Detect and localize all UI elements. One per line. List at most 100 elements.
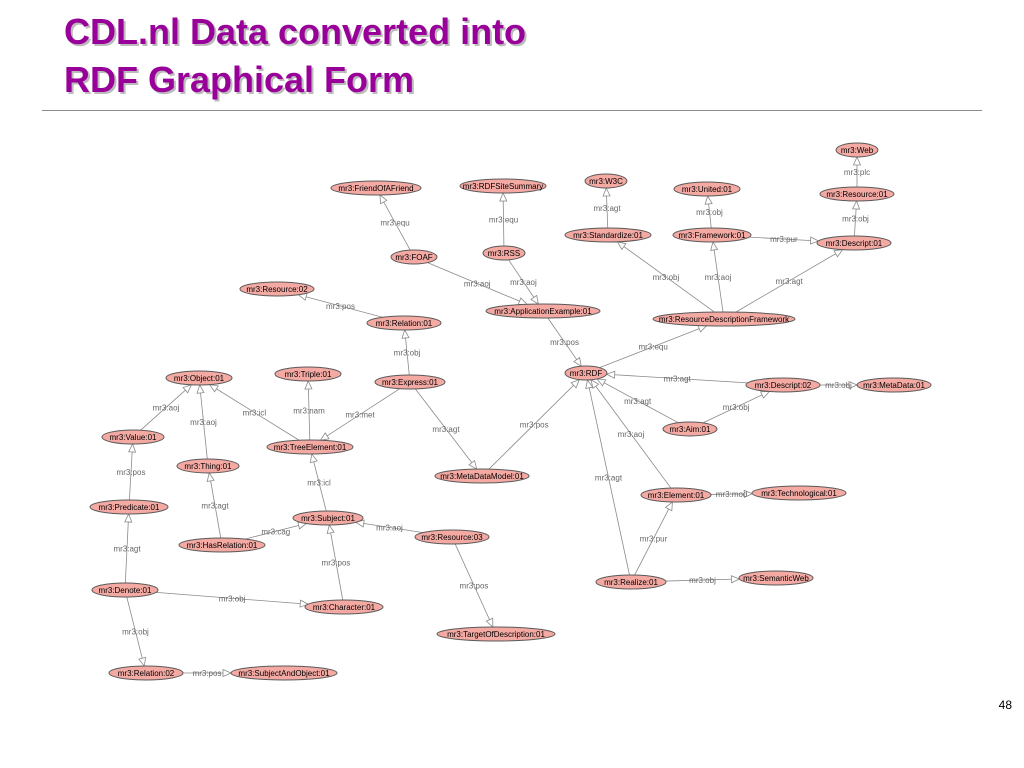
edge-label: mr3:aoj [376, 523, 403, 532]
edge-label: mr3:obj [825, 381, 852, 390]
node-label: mr3:Descript:02 [755, 381, 812, 390]
node-treeelement: mr3:TreeElement:01 [266, 439, 354, 455]
node-ellipse [819, 186, 895, 202]
node-label: mr3:Standardize:01 [573, 231, 643, 240]
node-label: mr3:Object:01 [174, 374, 225, 383]
node-ellipse [390, 249, 438, 265]
node-metadatamodel: mr3:MetaDataModel:01 [434, 468, 530, 484]
edge-label: mr3:equ [380, 219, 409, 228]
edge-arrowhead-icon [730, 575, 741, 584]
node-semanticweb: mr3:SemanticWeb [738, 570, 814, 586]
node-ellipse [436, 626, 556, 642]
node-label: mr3:W3C [589, 177, 623, 186]
edge-mr3-aoj-line [508, 259, 539, 305]
node-resource03: mr3:Resource:03 [414, 529, 490, 545]
node-ellipse [738, 570, 814, 586]
edge-label: mr3:icl [243, 408, 267, 417]
node-label: mr3:Technological:01 [761, 489, 837, 498]
edge-label: mr3:obj [723, 403, 750, 412]
edge-arrowhead-icon [570, 378, 581, 389]
node-standardize: mr3:Standardize:01 [564, 227, 652, 243]
edge-label: mr3:agt [113, 545, 141, 554]
edge-mr3-pur-line [749, 236, 819, 242]
edge-label: mr3:aoj [153, 404, 180, 413]
edge-mr3-agt-line [414, 388, 477, 470]
node-ellipse [366, 315, 442, 331]
node-ellipse [595, 574, 667, 590]
node-ellipse [434, 468, 530, 484]
node-hasrelation: mr3:HasRelation:01 [178, 537, 266, 553]
edge-mr3-obj-line [665, 578, 740, 582]
edge-label: mr3:aoj [190, 418, 217, 427]
node-united: mr3:United:01 [673, 181, 741, 197]
node-ellipse [584, 173, 628, 189]
edge-arrowhead-icon [128, 443, 137, 453]
node-ellipse [564, 365, 608, 381]
node-ellipse [640, 487, 712, 503]
node-foaf: mr3:FOAF [390, 249, 438, 265]
node-ellipse [482, 245, 526, 261]
edge-arrowhead-icon [304, 380, 313, 390]
title-divider [42, 110, 982, 111]
edge-arrowhead-icon [124, 513, 133, 523]
node-ellipse [266, 439, 354, 455]
edge-label: mr3:plc [844, 168, 870, 177]
node-web: mr3:Web [835, 142, 879, 158]
edge-label: mr3:mod [716, 490, 748, 499]
edge-label: mr3:equ [638, 343, 667, 352]
node-ellipse [165, 370, 233, 386]
edge-mr3-agt-line [208, 472, 222, 539]
node-label: mr3:United:01 [682, 185, 733, 194]
edge-mr3-met-line [320, 388, 400, 441]
node-label: mr3:Resource:03 [421, 533, 483, 542]
edge-mr3-pos-line [547, 317, 582, 367]
node-label: mr3:Denote:01 [99, 586, 152, 595]
node-label: mr3:SemanticWeb [743, 574, 809, 583]
edge-arrowhead-icon [468, 459, 478, 470]
node-thing01: mr3:Thing:01 [176, 458, 240, 474]
edge-arrowhead-icon [309, 453, 318, 464]
node-label: mr3:Resource:02 [246, 285, 308, 294]
edges-layer: mr3:plcmr3:objmr3:objmr3:purmr3:agtmr3:o… [113, 156, 870, 678]
node-ellipse [856, 377, 932, 393]
node-ellipse [108, 665, 184, 681]
edge-arrowhead-icon [379, 194, 388, 205]
edge-mr3-equ-line [502, 192, 505, 247]
node-ellipse [292, 510, 364, 526]
edge-label: mr3:pos [193, 669, 222, 678]
node-ellipse [745, 377, 821, 393]
edge-mr3-aoj-line [427, 262, 528, 305]
node-label: mr3:Framework:01 [678, 231, 746, 240]
node-technological: mr3:Technological:01 [751, 485, 847, 501]
edge-arrowhead-icon [573, 356, 582, 367]
edge-arrowhead-icon [585, 379, 594, 390]
edge-label: mr3:agt [664, 375, 692, 384]
edge-arrowhead-icon [196, 384, 205, 394]
edge-arrowhead-icon [759, 391, 771, 399]
edge-mr3-pos-line [328, 524, 344, 601]
edge-mr3-nam-line [307, 380, 311, 441]
edge-arrowhead-icon [530, 294, 539, 305]
node-label: mr3:HasRelation:01 [187, 541, 258, 550]
edge-label: mr3:pos [322, 558, 351, 567]
edge-mr3-pos-line [298, 294, 383, 318]
node-ellipse [816, 235, 892, 251]
node-subjobj: mr3:SubjectAndObject:01 [230, 665, 338, 681]
edge-label: mr3:agt [595, 473, 623, 482]
edge-mr3-agt-line [606, 373, 748, 384]
edge-arrowhead-icon [710, 241, 719, 251]
node-ellipse [178, 537, 266, 553]
edge-label: mr3:obj [689, 576, 716, 585]
edge-mr3-aoj-line [590, 379, 672, 489]
node-express01: mr3:Express:01 [374, 374, 446, 390]
node-label: mr3:Realize:01 [604, 578, 658, 587]
edge-mr3-cag-line [245, 523, 307, 540]
edge-label: mr3:agt [593, 204, 621, 213]
node-label: mr3:RDFSiteSummary [463, 182, 543, 191]
edge-arrowhead-icon [851, 200, 861, 210]
node-label: mr3:Value:01 [110, 433, 158, 442]
edge-arrowhead-icon [602, 187, 611, 197]
edge-label: mr3:agt [201, 501, 229, 510]
node-object01: mr3:Object:01 [165, 370, 233, 386]
slide-title-line-1: CDL.nl Data converted into [64, 11, 527, 52]
